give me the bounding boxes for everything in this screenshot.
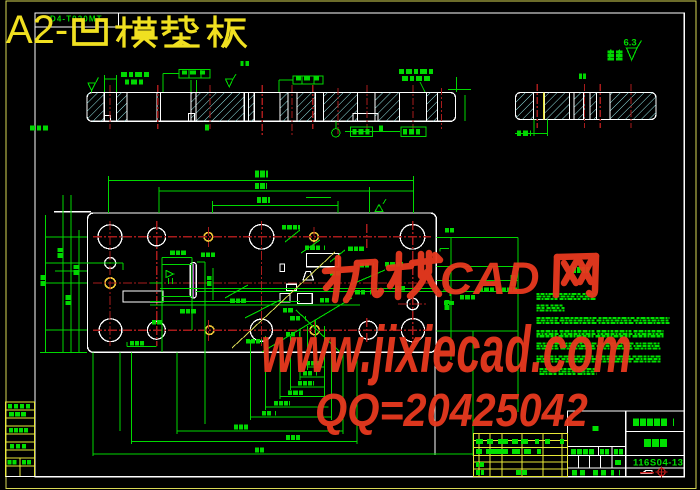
svg-text:www.jixiecad.com: www.jixiecad.com <box>261 313 632 386</box>
svg-text:QQ=20425042: QQ=20425042 <box>315 385 588 437</box>
svg-text:6.3: 6.3 <box>624 38 637 49</box>
svg-text:CAD: CAD <box>440 253 541 304</box>
svg-text:116S04-13: 116S04-13 <box>633 458 683 469</box>
svg-text:A2-: A2- <box>6 8 68 52</box>
